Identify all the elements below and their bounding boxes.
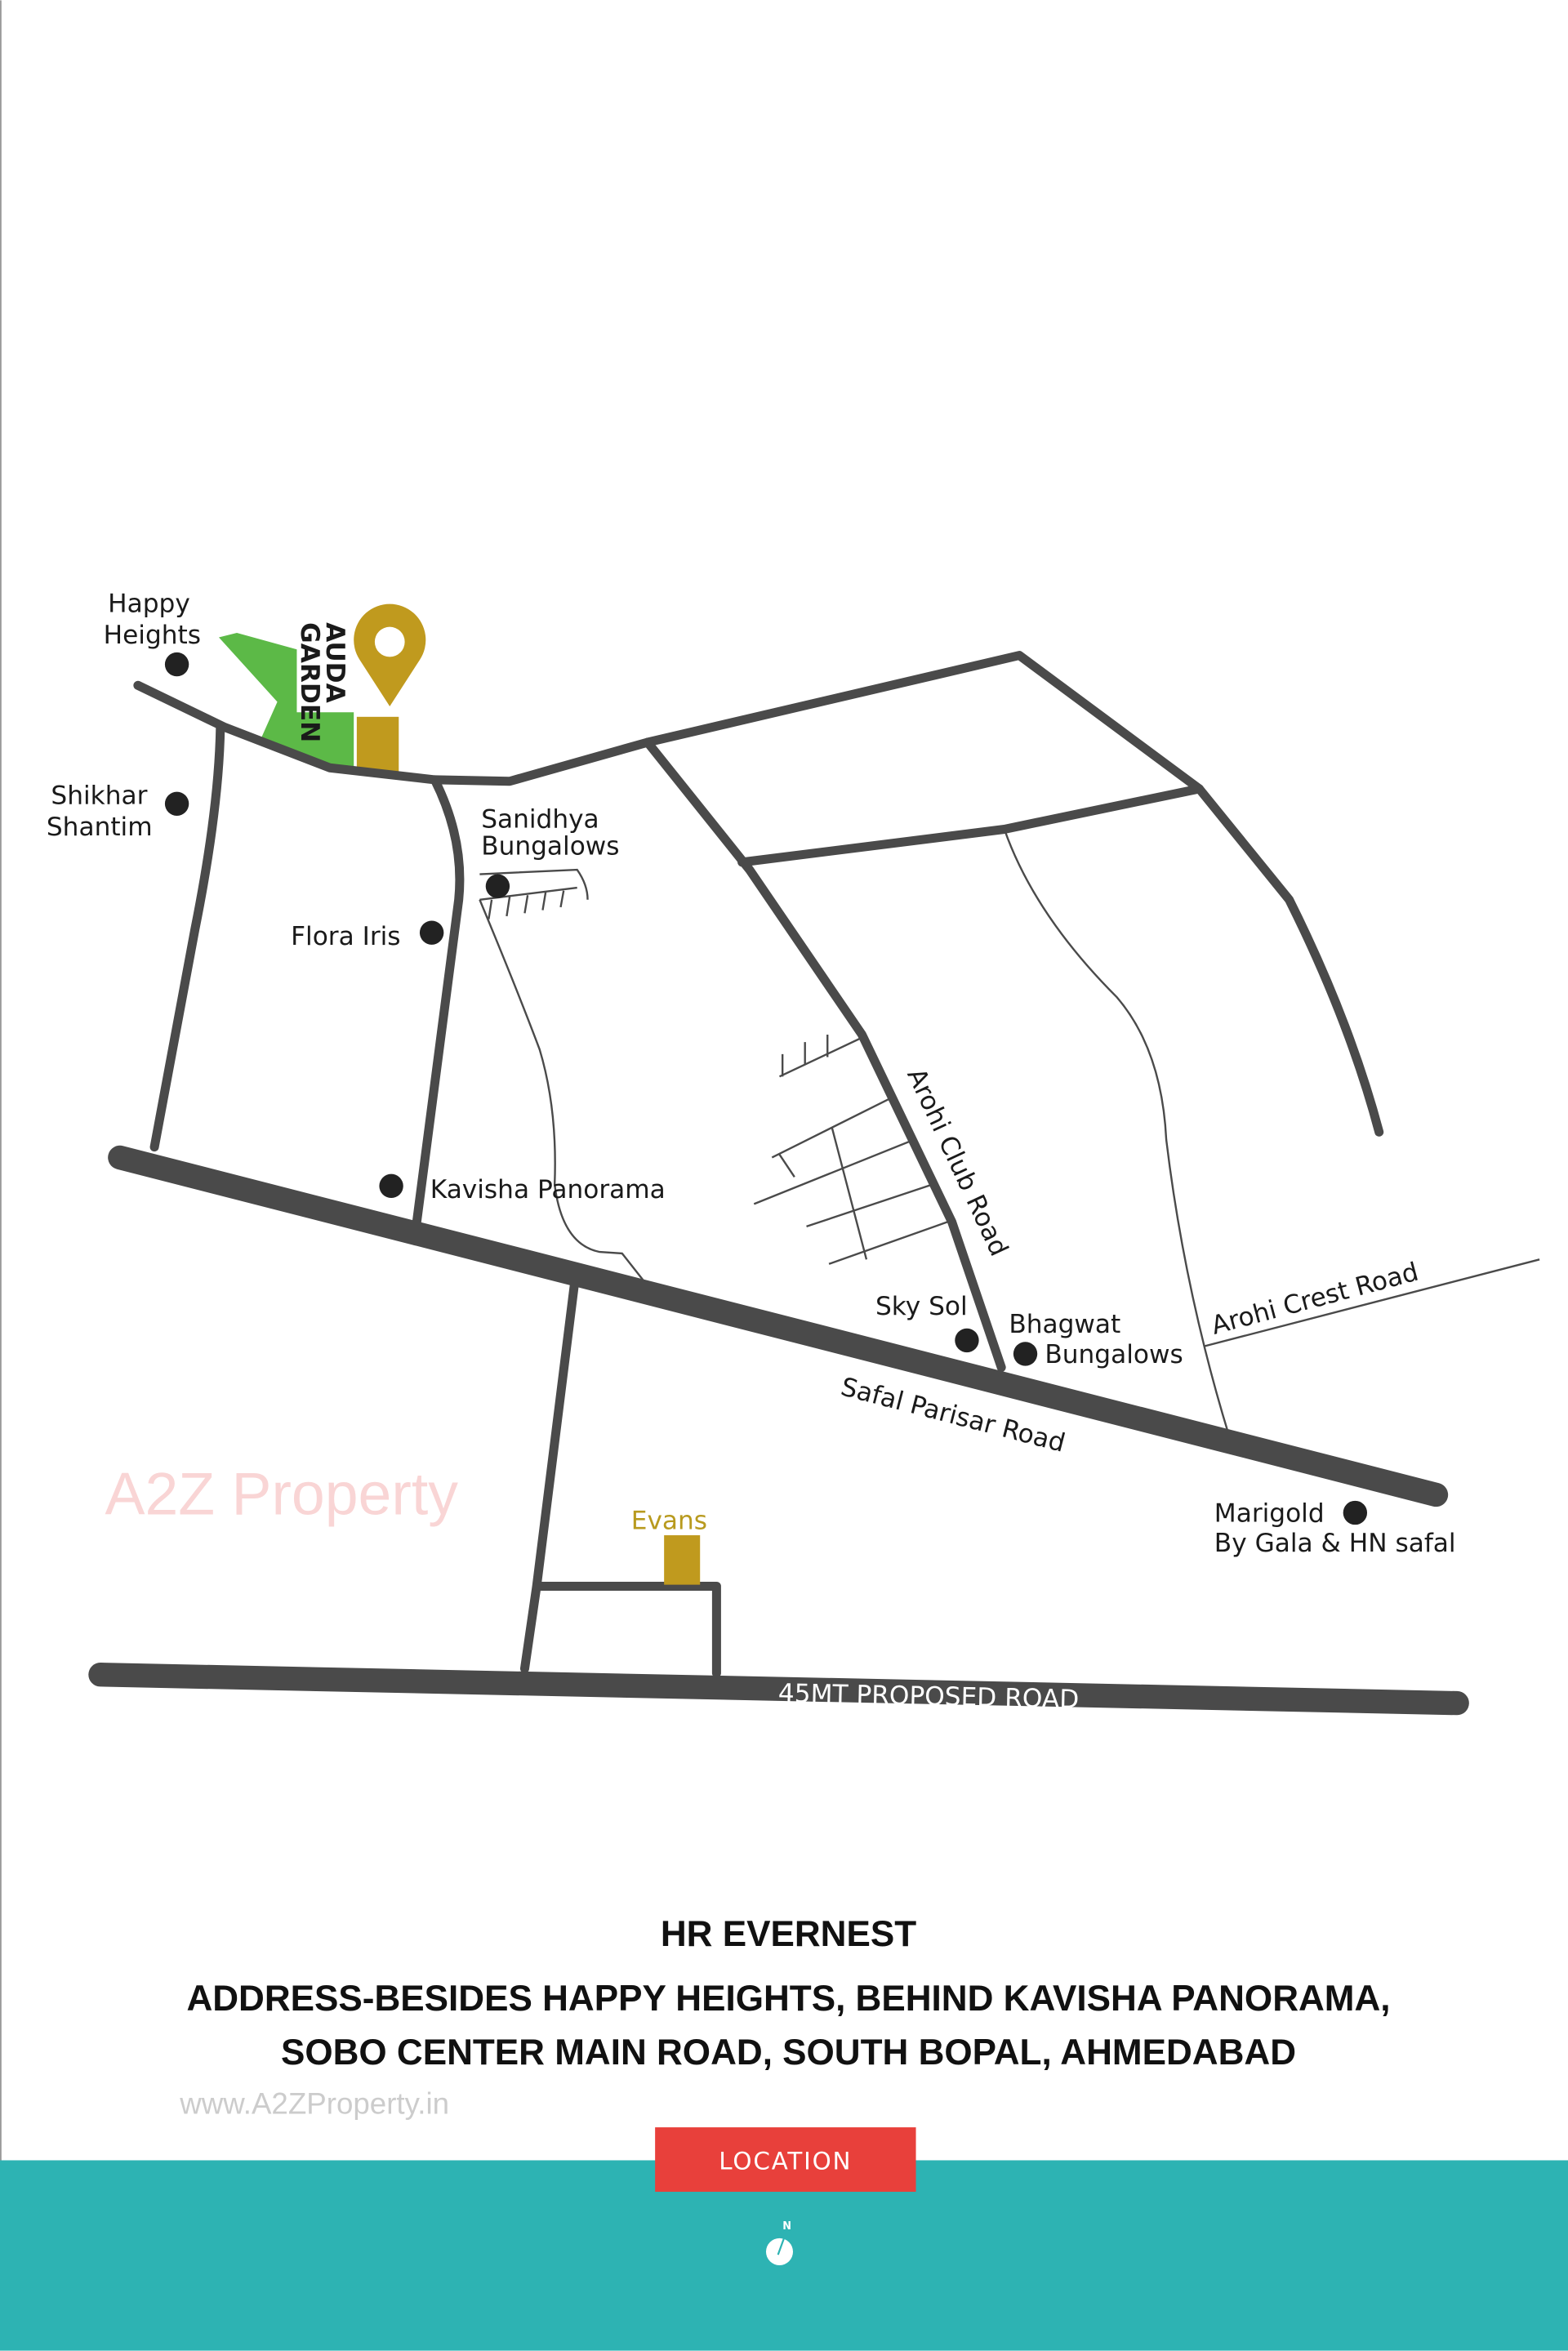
auda-garden-label-2: GARDEN	[295, 622, 324, 742]
auda-garden-area	[218, 633, 354, 774]
sanidhya-marker	[485, 874, 510, 898]
evans-access-road	[519, 1281, 721, 1678]
sanidhya-label-2: Bungalows	[481, 832, 619, 862]
shikhar-label-2: Shantim	[47, 813, 153, 842]
kavisha-marker	[379, 1173, 403, 1199]
marigold-marker	[1343, 1500, 1368, 1525]
address-line-2: SOBO CENTER MAIN ROAD, SOUTH BOPAL, AHME…	[281, 2033, 1296, 2073]
inner-lane	[479, 899, 646, 1283]
sanidhya-road	[412, 775, 465, 1227]
bhagwat-marker	[1013, 1342, 1038, 1366]
happy-heights-label-1: Happy	[108, 589, 190, 618]
project-plot	[356, 716, 399, 774]
evans-label: Evans	[631, 1507, 707, 1536]
marigold-label-2: By Gala & HN safal	[1214, 1529, 1456, 1558]
sky-sol-marker	[955, 1328, 979, 1353]
compass-north-label: N	[782, 2220, 791, 2233]
flora-iris-label: Flora Iris	[291, 922, 400, 951]
safal-parisar-road	[108, 1145, 1449, 1507]
marigold-label-1: Marigold	[1214, 1499, 1325, 1529]
location-button[interactable]	[655, 2127, 916, 2193]
watermark-url: www.A2ZProperty.in	[179, 2087, 449, 2121]
watermark: A2Z Property	[105, 1460, 458, 1527]
map-pin-icon	[354, 603, 426, 706]
bhagwat-label-2: Bungalows	[1045, 1340, 1183, 1369]
happy-heights-label-2: Heights	[104, 621, 201, 650]
evans-plot	[664, 1535, 701, 1585]
kavisha-label: Kavisha Panorama	[430, 1175, 666, 1204]
address-line-1: ADDRESS-BESIDES HAPPY HEIGHTS, BEHIND KA…	[186, 1979, 1390, 2019]
arohi-club-road	[643, 737, 1006, 1372]
lanes-grid	[753, 1034, 948, 1265]
east-lane	[1003, 829, 1231, 1437]
project-name: HR EVERNEST	[661, 1914, 916, 1954]
proposed-road-label: 45MT PROPOSED ROAD	[777, 1679, 1079, 1715]
top-road	[133, 651, 1384, 1137]
flora-iris-marker	[419, 920, 444, 945]
proposed-45mt-road	[88, 1663, 1469, 1716]
happy-heights-marker	[164, 652, 189, 677]
shikhar-label-1: Shikhar	[51, 781, 147, 810]
location-button-label: LOCATION	[719, 2147, 852, 2175]
sanidhya-label-1: Sanidhya	[481, 805, 599, 835]
left-road	[149, 723, 225, 1152]
sanidhya-lanes	[479, 868, 589, 919]
compass-icon: N	[765, 2220, 794, 2265]
auda-garden-label-1: AUDA	[320, 622, 350, 703]
shikhar-shantim-marker	[164, 791, 189, 816]
arohi-crest-road	[1203, 1258, 1540, 1347]
bhagwat-label-1: Bhagwat	[1009, 1310, 1120, 1339]
sky-sol-label: Sky Sol	[875, 1292, 968, 1321]
